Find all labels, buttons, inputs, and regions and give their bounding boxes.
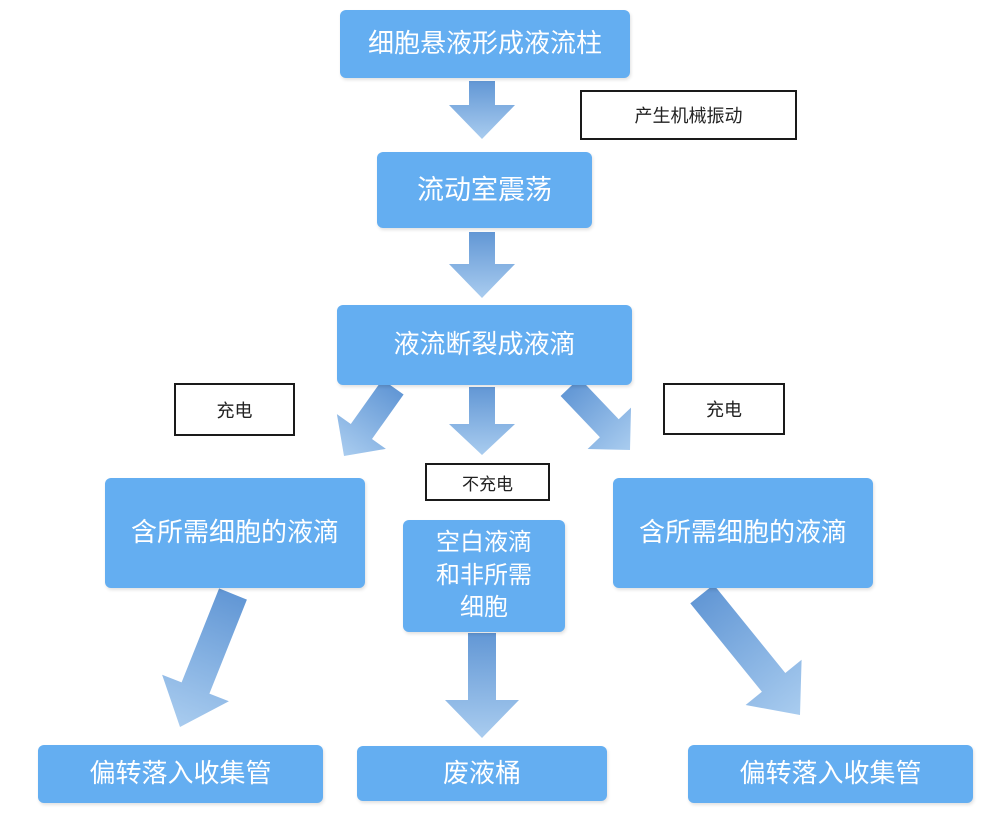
node-desired-droplet-left: 含所需细胞的液滴 [105,478,365,588]
label-charge-right: 充电 [663,383,785,435]
arrow-chamber-to-break [449,232,515,298]
node-flow-chamber: 流动室震荡 [377,152,592,228]
label-charge-left: 充电 [174,383,295,436]
arrow-right-droplet-to-collect [690,584,802,715]
node-desired-droplet-right: 含所需细胞的液滴 [613,478,873,588]
arrow-break-to-left-droplet [336,379,404,456]
node-blank-droplet: 空白液滴 和非所需 细胞 [403,520,565,632]
label-no-charge: 不充电 [425,463,550,501]
arrow-left-droplet-to-collect [162,588,247,727]
node-collect-left: 偏转落入收集管 [38,745,323,803]
arrow-blank-to-waste [445,633,519,738]
node-collect-right: 偏转落入收集管 [688,745,973,803]
arrow-break-to-blank-droplet [449,387,515,455]
arrow-suspension-to-chamber [449,81,515,139]
node-cell-suspension: 细胞悬液形成液流柱 [340,10,630,78]
arrow-break-to-right-droplet [560,378,631,450]
node-waste: 废液桶 [357,746,607,801]
label-mechanical-vibration: 产生机械振动 [580,90,797,140]
node-droplet-break: 液流断裂成液滴 [337,305,632,385]
